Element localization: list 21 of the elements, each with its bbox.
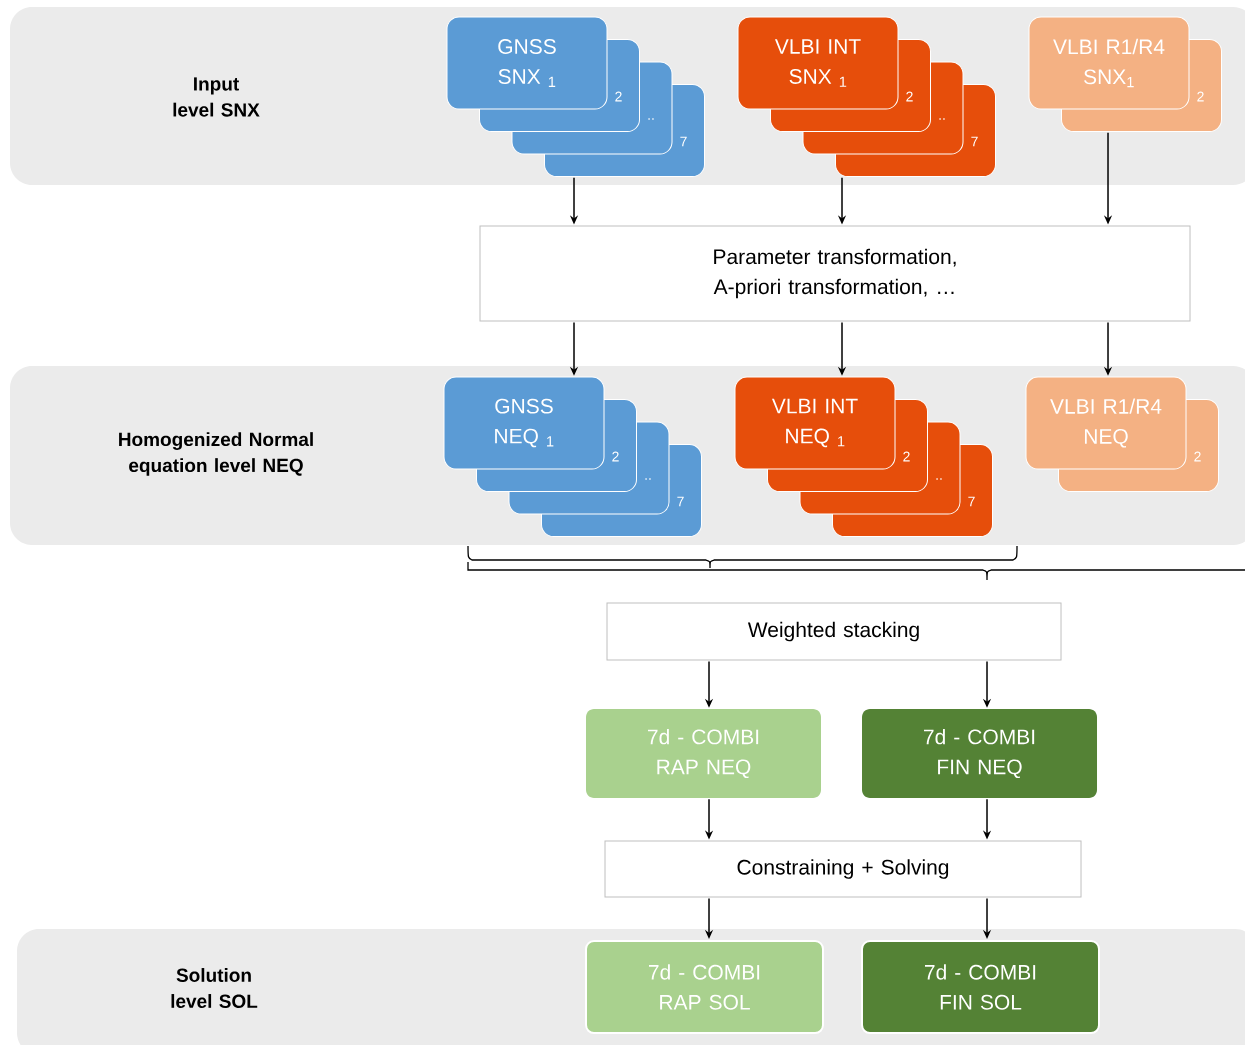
node-label: GNSS — [498, 39, 556, 54]
process-box: Weighted stacking — [606, 602, 1062, 661]
card-stack: 2 VLBI R1/R4 NEQ — [1025, 376, 1219, 492]
card-stack: 7 .. 2 GNSS NEQ $_{1}$ — [443, 376, 702, 537]
card-stack: 7 .. 2 VLBI INT NEQ $_{1}$ — [734, 376, 993, 537]
process-box: Parameter transformation, A-priori transformation, … — [479, 225, 1191, 322]
result-card: 7d - COMBI RAP SOL — [585, 940, 824, 1034]
node-label: NEQ — [786, 428, 829, 448]
node-label: VLBI INT — [774, 39, 861, 54]
result-card: 7d - COMBI FIN NEQ — [862, 709, 1097, 798]
node-label: NEQ — [495, 428, 538, 448]
node-label: SNX — [789, 69, 832, 84]
node-label: GNSS — [495, 398, 553, 414]
card-stack: 2 VLBI R1/R4 SNX$_{1}$ — [1028, 16, 1222, 132]
node-label: SNX — [498, 69, 541, 84]
process-box: Constraining + Solving — [604, 840, 1082, 898]
node-label: VLBI INT — [771, 398, 858, 414]
card-stack: 7 .. 2 VLBI INT SNX $_{1}$ — [737, 16, 996, 177]
card-stack: 7 .. 2 GNSS SNX $_{1}$ — [446, 16, 705, 177]
result-card: 7d - COMBI FIN SOL — [861, 940, 1100, 1034]
result-card: 7d - COMBI RAP NEQ — [586, 709, 821, 798]
